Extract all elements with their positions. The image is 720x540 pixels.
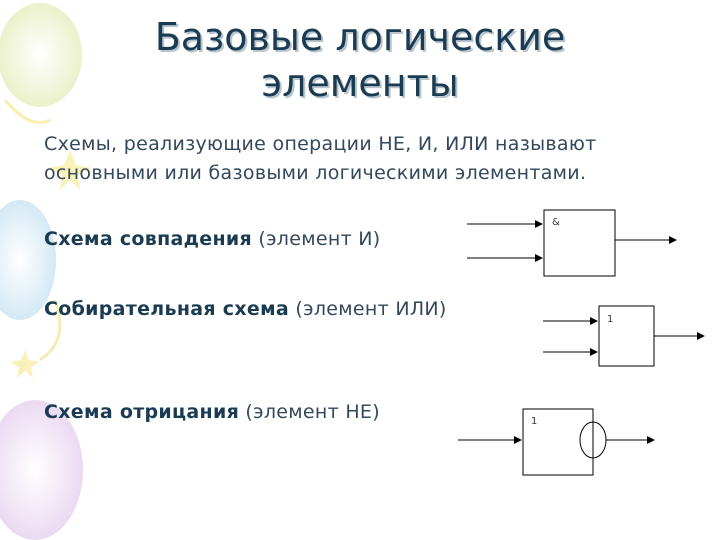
not-gate: 1 (458, 408, 655, 476)
not-gate-box (522, 408, 594, 476)
balloon-shape (0, 400, 83, 540)
balloon-shape (0, 3, 82, 107)
balloon-shape (0, 200, 56, 320)
or-gate-symbol: 1 (607, 314, 613, 325)
item-not: Схема отрицания (элемент НЕ) (44, 401, 380, 423)
and-gate: & (467, 209, 677, 277)
item-and-bold: Схема совпадения (44, 228, 253, 250)
intro-paragraph: Схемы, реализующие операции НЕ, И, ИЛИ н… (44, 133, 597, 184)
item-or: Собирательная схема (элемент ИЛИ) (44, 298, 447, 320)
not-gate-symbol: 1 (531, 416, 537, 427)
item-not-bold: Схема отрицания (44, 401, 240, 423)
sparkle-shape (48, 150, 92, 190)
title-line-2: элементы (261, 61, 459, 105)
title-line-1: Базовые логические (154, 15, 566, 59)
sparkle-shape (10, 350, 40, 378)
item-or-bold: Собирательная схема (44, 298, 290, 320)
item-and: Схема совпадения (элемент И) (44, 228, 381, 250)
or-gate: 1 (543, 305, 705, 367)
and-gate-symbol: & (552, 217, 560, 228)
slide-title: Базовые логические элементы (0, 14, 720, 106)
item-not-normal: (элемент НЕ) (239, 401, 380, 423)
and-gate-box (543, 209, 616, 277)
item-or-normal: (элемент ИЛИ) (289, 298, 447, 320)
streak-shape (39, 299, 62, 362)
streak-shape (3, 99, 51, 124)
item-and-normal: (элемент И) (252, 228, 381, 250)
